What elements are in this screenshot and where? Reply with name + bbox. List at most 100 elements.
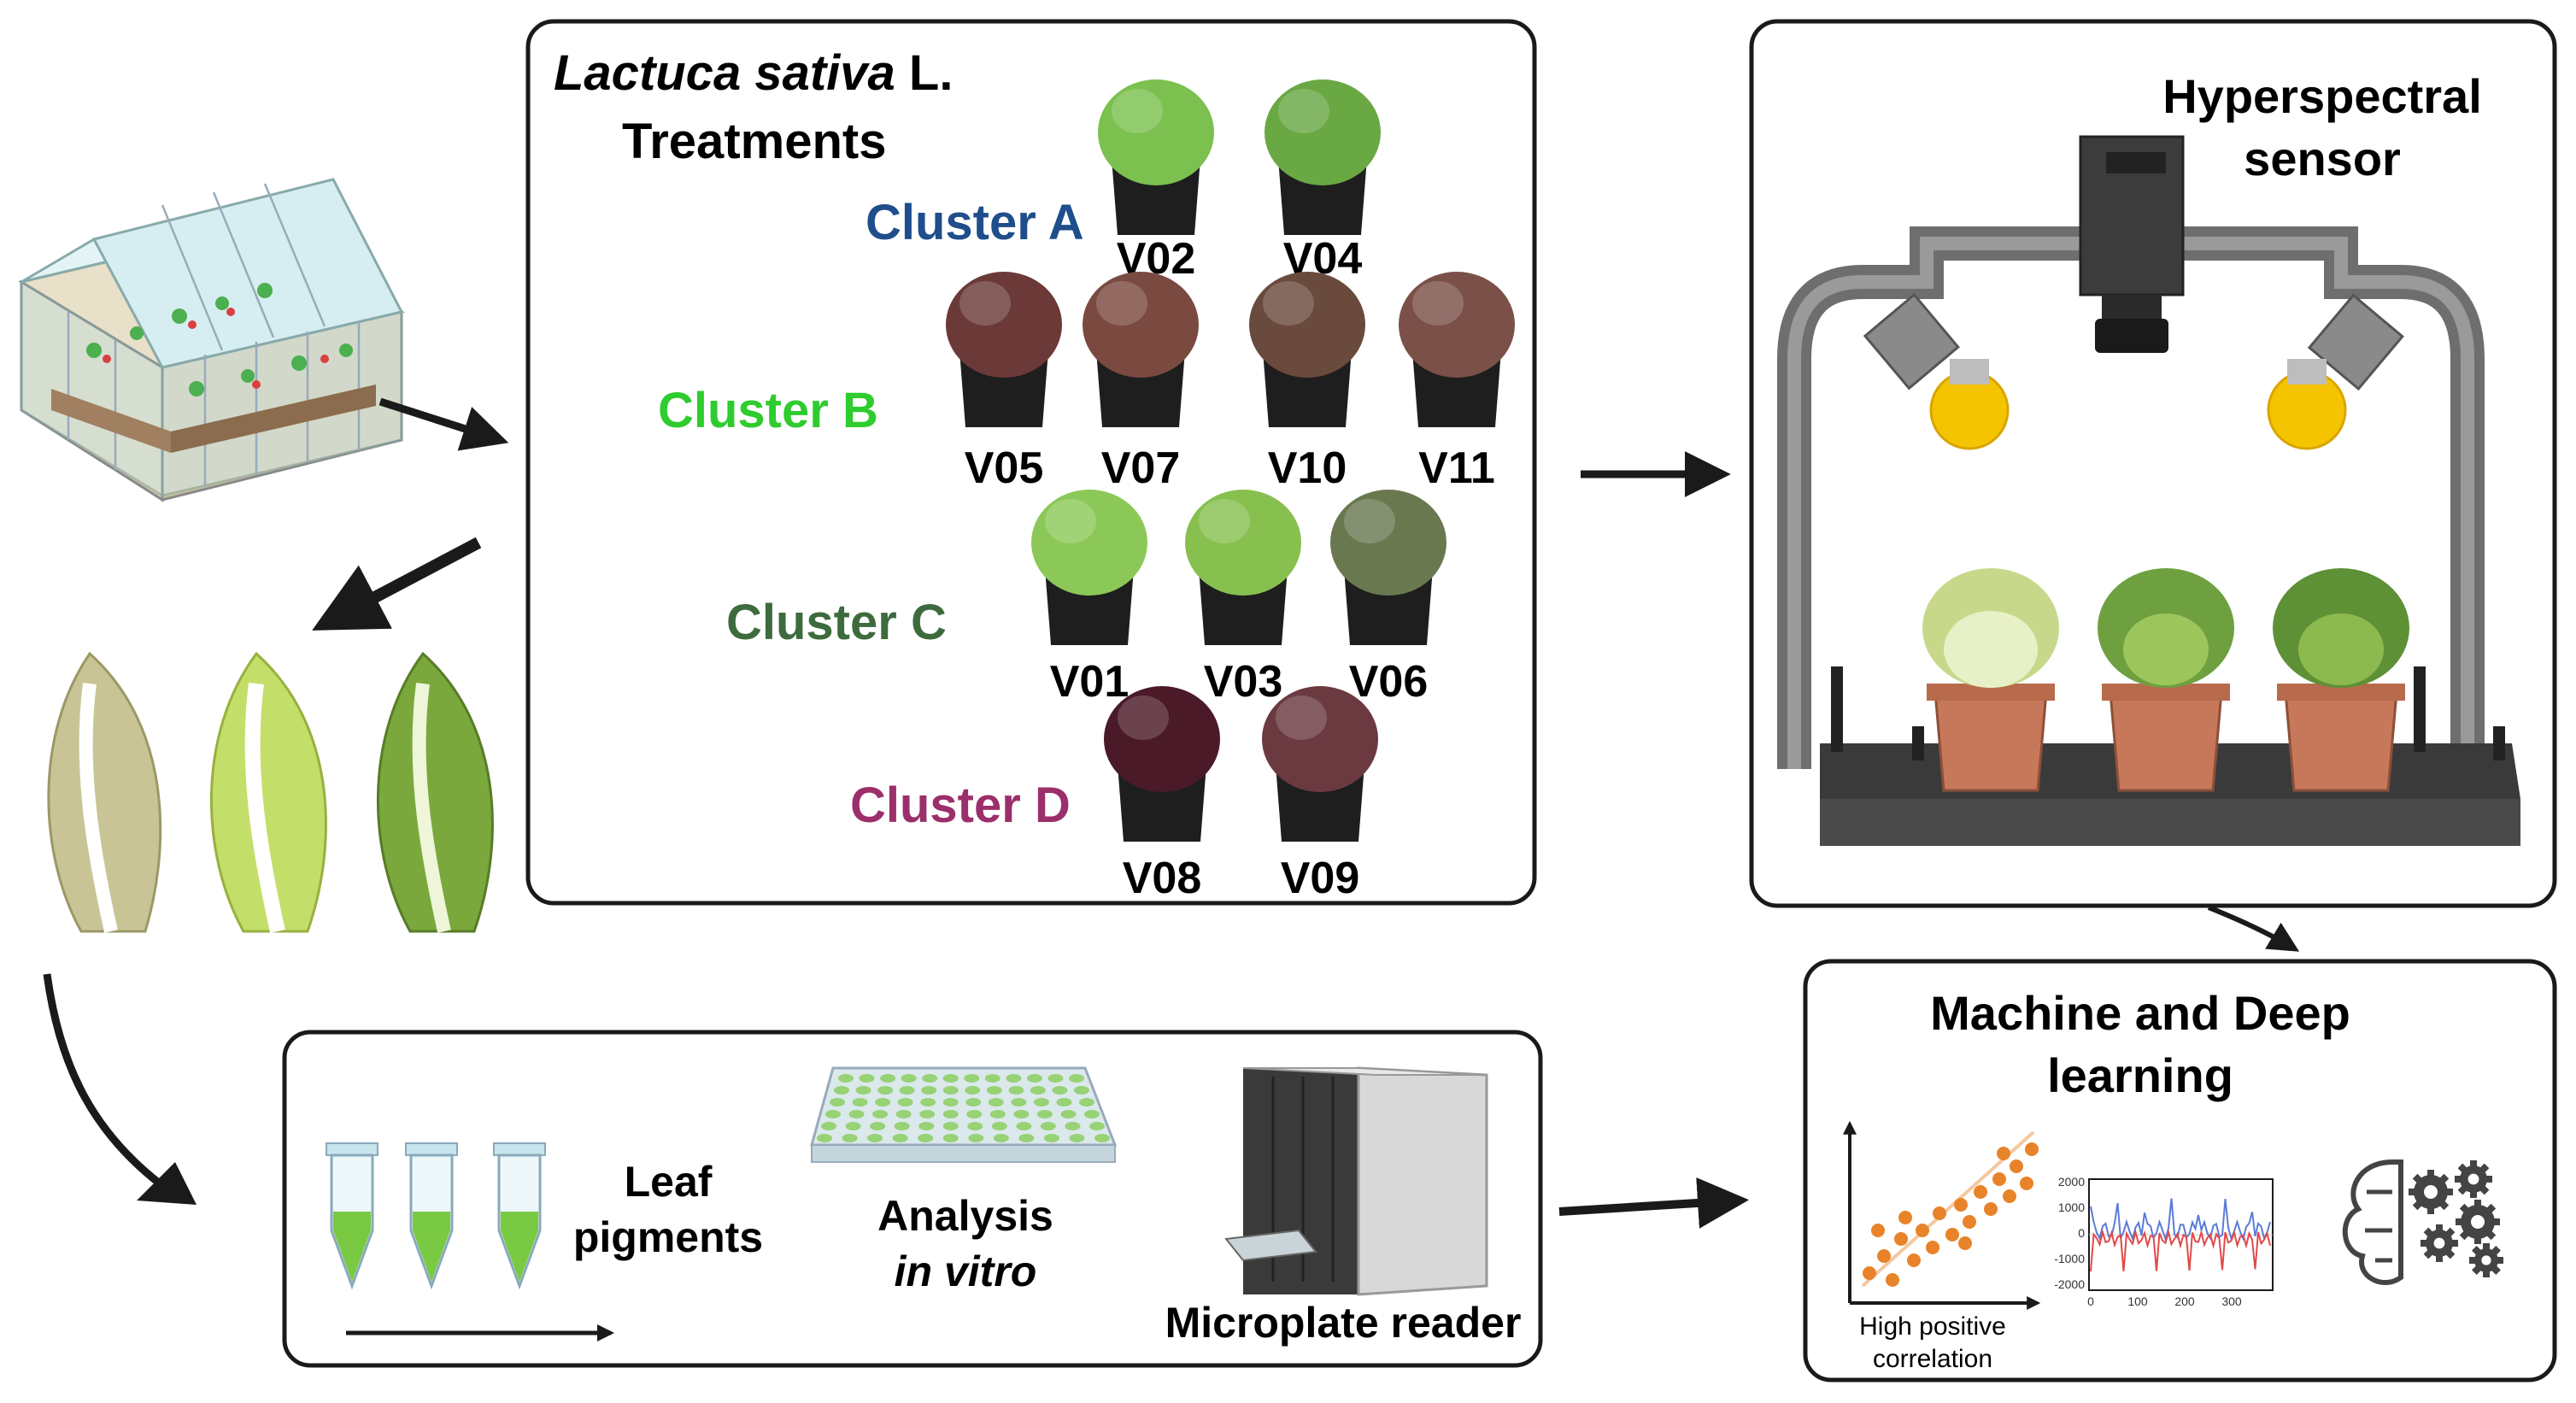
well [1036, 1110, 1053, 1118]
well [1074, 1086, 1089, 1095]
well [1026, 1074, 1042, 1083]
well [919, 1110, 936, 1118]
well [901, 1074, 917, 1083]
well [838, 1074, 854, 1083]
arrow-greenhouse-to-treatments [378, 397, 509, 451]
spec-x-tick: 300 [2221, 1294, 2242, 1308]
leaf-highlight [1278, 89, 1329, 133]
well [1043, 1134, 1059, 1142]
well [1069, 1074, 1084, 1083]
analysis-line2: in vitro [895, 1247, 1037, 1295]
gear-icon [2421, 1224, 2458, 1262]
treatments-title: Treatments [622, 114, 886, 169]
variety-label: V03 [1204, 657, 1283, 707]
correlation-dot [1886, 1273, 1899, 1287]
spec-y-tick: 0 [2078, 1226, 2085, 1240]
variety-label: V11 [1418, 443, 1495, 493]
microplate-icon [810, 1066, 1118, 1163]
well [1011, 1098, 1027, 1107]
correlation-dot [1992, 1172, 2006, 1186]
well [964, 1074, 980, 1083]
well [966, 1110, 983, 1118]
well [1079, 1098, 1094, 1107]
leaf-shape [1083, 272, 1199, 378]
lettuce-plant: V01 [1031, 490, 1147, 707]
chicory-leaf-icon [377, 651, 494, 933]
well [991, 1122, 1007, 1130]
well [1084, 1110, 1100, 1118]
well [834, 1086, 849, 1095]
correlation-dot [1916, 1224, 1929, 1237]
lettuce-plant: V03 [1185, 490, 1301, 707]
brain-gear-icon [2342, 1159, 2503, 1285]
gear-icon [2456, 1200, 2500, 1244]
arrow-lab-to-ml [1558, 1177, 1749, 1229]
correlation-dot [1963, 1215, 1976, 1229]
cluster-d-label: Cluster D [850, 778, 1071, 833]
well [921, 1086, 937, 1095]
ml-title-line1: Machine and Deep [1930, 986, 2350, 1040]
gear-icon [2409, 1170, 2453, 1214]
spec-x-tick: 200 [2174, 1294, 2195, 1308]
spec-y-tick: -2000 [2054, 1277, 2085, 1291]
microplate-reader-icon [1224, 1066, 1488, 1296]
correlation-dot [2025, 1142, 2039, 1156]
arrow-sensor-to-ml [2207, 905, 2300, 952]
leaf-shape [946, 272, 1062, 378]
well [897, 1098, 913, 1107]
lettuce-plant: V02 [1098, 79, 1214, 284]
sensor-title-line1: Hyperspectral [2162, 69, 2482, 123]
correlation-dot [1871, 1224, 1885, 1237]
spec-y-tick: 1000 [2058, 1200, 2085, 1214]
well [867, 1134, 883, 1142]
cluster-c-label: Cluster C [726, 595, 947, 650]
leaf-pigments-line1: Leaf [625, 1158, 713, 1206]
correlation-plot-icon [1843, 1120, 2041, 1310]
well [1018, 1134, 1035, 1142]
well [842, 1134, 858, 1142]
species-title: Lactuca sativa L. [554, 45, 953, 101]
well [989, 1110, 1006, 1118]
correlation-dot [1954, 1198, 1968, 1212]
well [1040, 1122, 1056, 1130]
light-right-icon [2267, 293, 2404, 450]
leaf-shape [1265, 79, 1381, 185]
leaf-highlight [1112, 89, 1163, 133]
well [821, 1122, 836, 1130]
leaf-shape [1330, 490, 1446, 596]
well [920, 1098, 936, 1107]
correlation-dot [1907, 1253, 1921, 1267]
treatments-panel [525, 19, 1537, 906]
well [1060, 1110, 1077, 1118]
well [894, 1122, 910, 1130]
well [1065, 1122, 1081, 1130]
well [922, 1074, 938, 1083]
lettuce-plant: V06 [1330, 490, 1446, 707]
lettuce-plant: V04 [1265, 79, 1381, 284]
well [870, 1122, 886, 1130]
greenhouse-icon [18, 178, 405, 502]
well [1056, 1098, 1072, 1107]
leaf-highlight [1118, 696, 1169, 740]
well [895, 1110, 912, 1118]
variety-label: V10 [1268, 443, 1347, 493]
well [859, 1074, 875, 1083]
correlation-dot [1974, 1185, 1987, 1199]
leaf-highlight [959, 281, 1011, 326]
well [967, 1122, 983, 1130]
leaf-highlight [1045, 499, 1096, 543]
gear-icon [2469, 1243, 2503, 1277]
well [1016, 1122, 1032, 1130]
correlation-dot [1997, 1147, 2010, 1160]
well [1033, 1098, 1049, 1107]
variety-label: V06 [1349, 657, 1429, 707]
potted-lettuce-2 [2098, 568, 2234, 792]
cluster-b-label: Cluster B [658, 383, 878, 438]
well [830, 1098, 845, 1107]
correlation-dot [1926, 1241, 1939, 1254]
leaf-highlight [1276, 696, 1327, 740]
reader-label: Microplate reader [1165, 1299, 1522, 1347]
well [848, 1110, 865, 1118]
